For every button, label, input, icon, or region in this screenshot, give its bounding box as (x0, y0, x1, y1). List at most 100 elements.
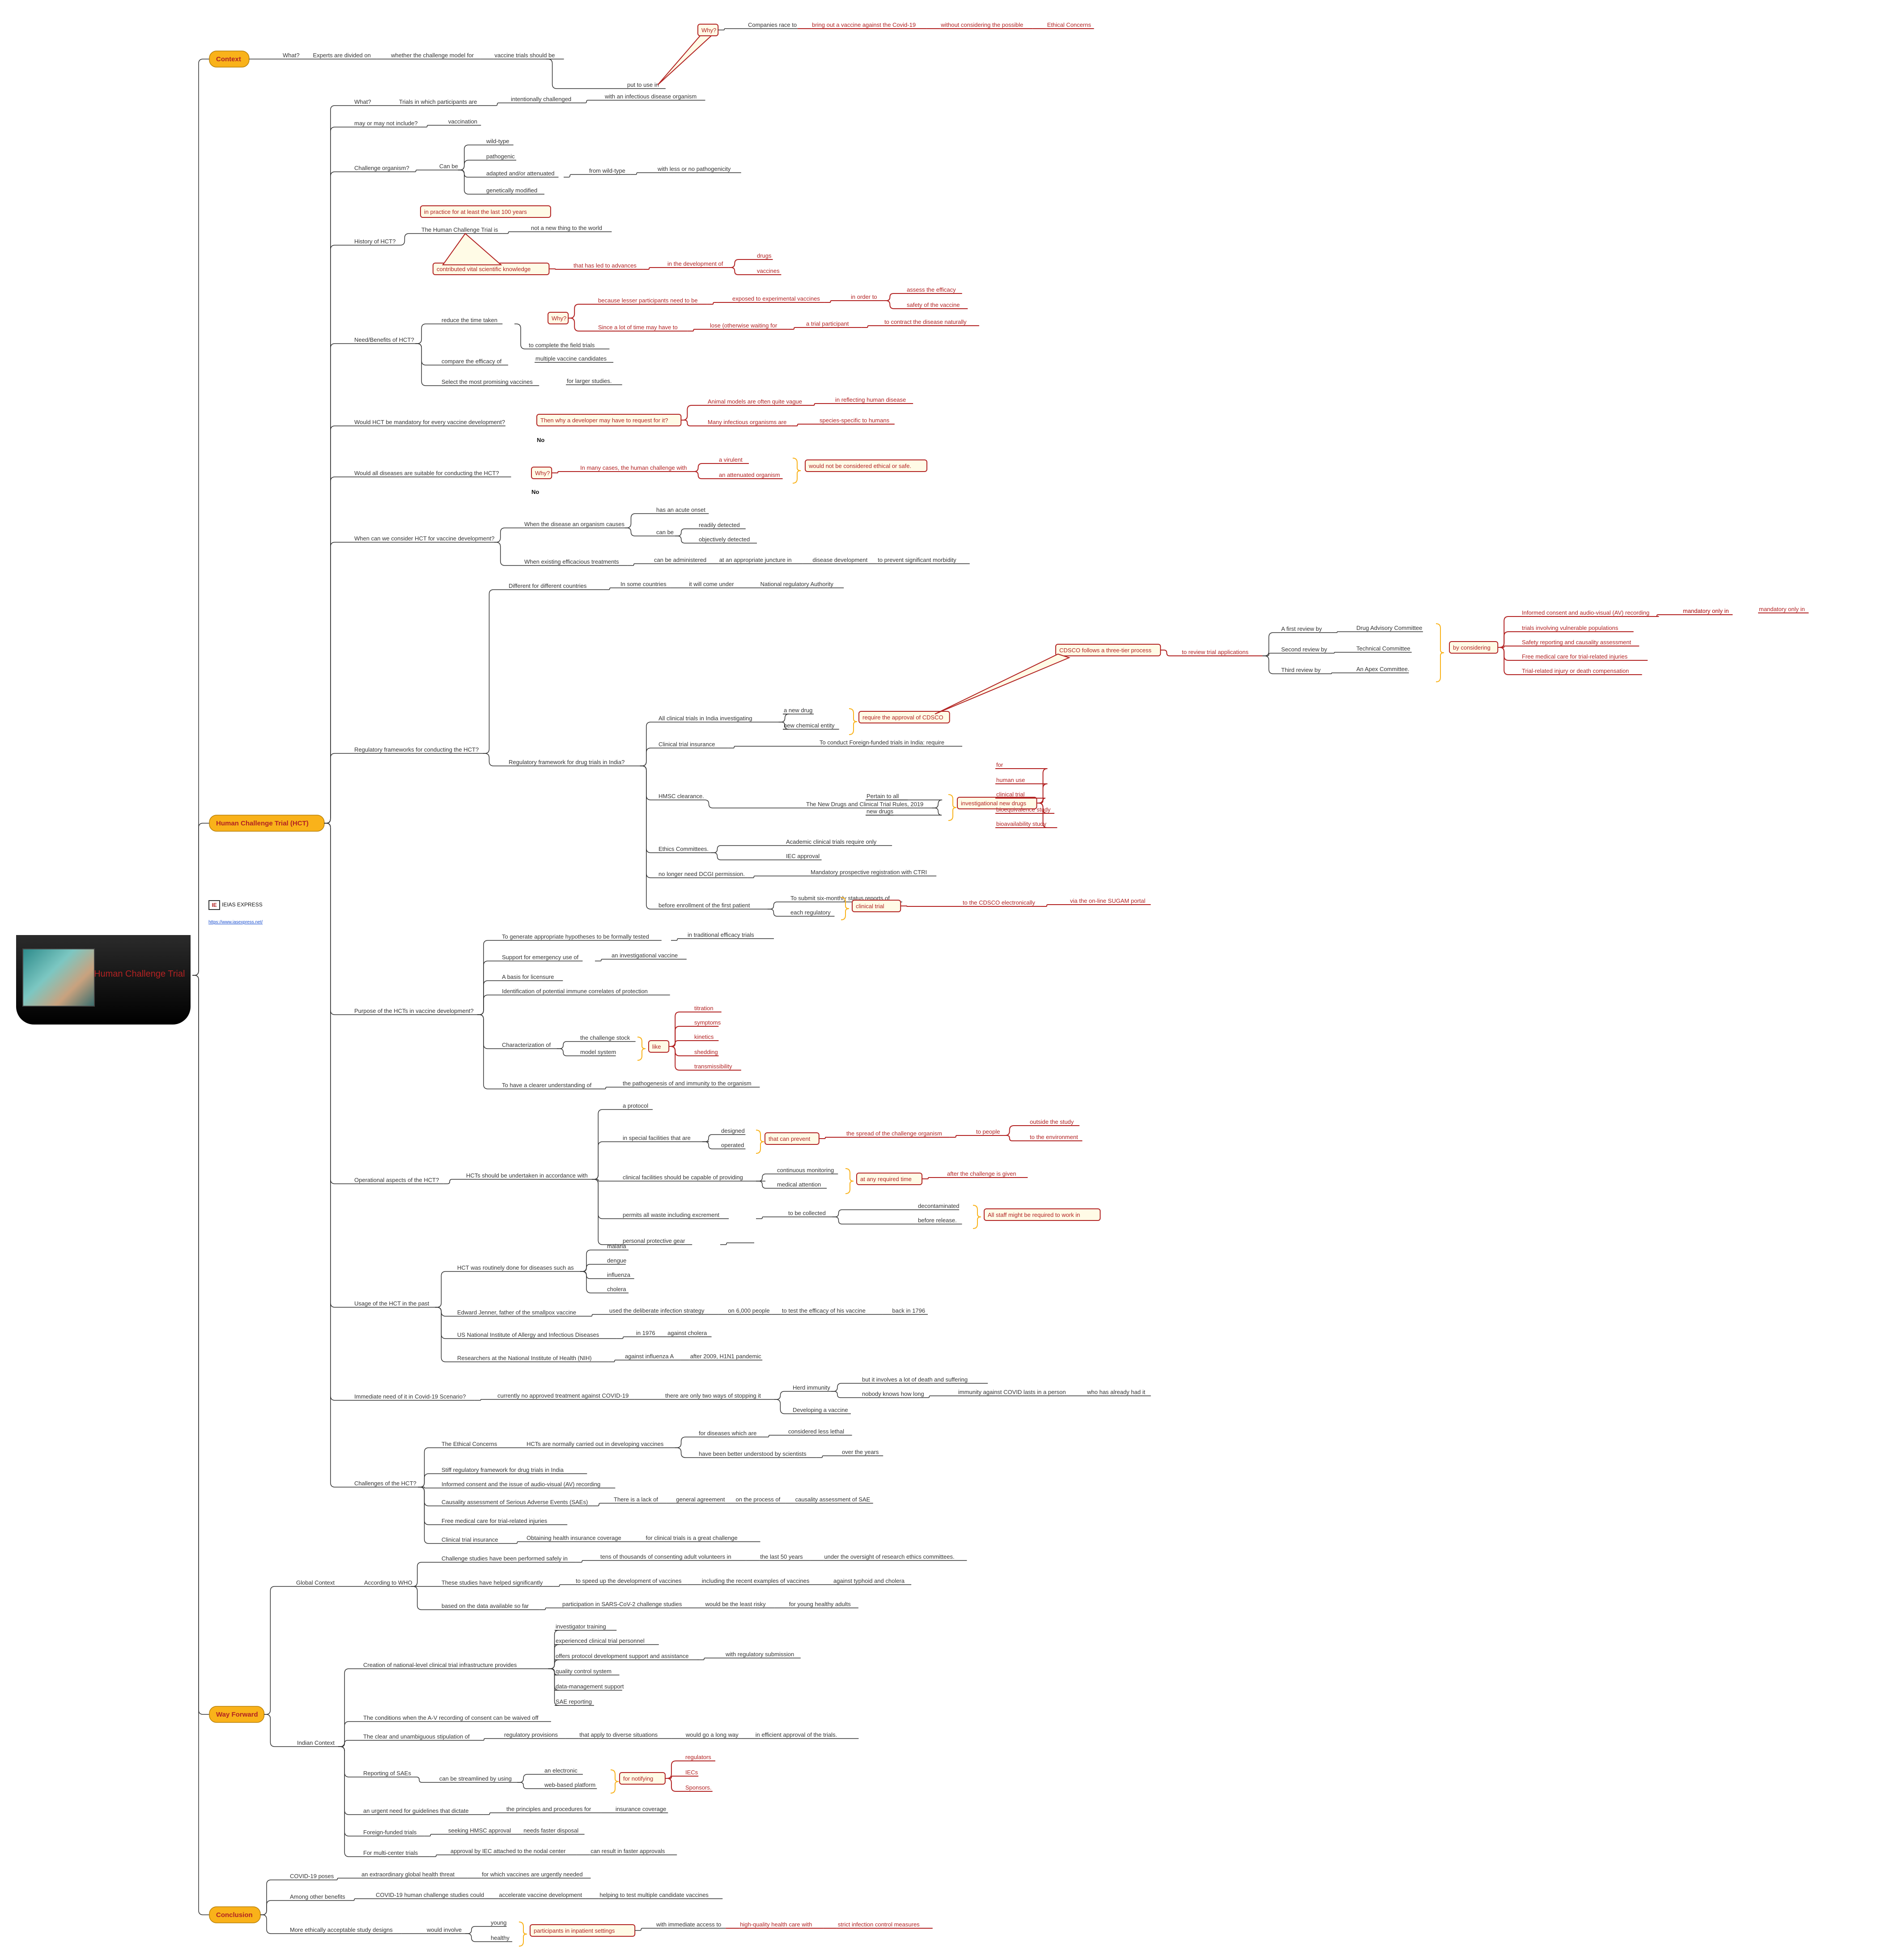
topic-label: Need/Benefits of HCT? (354, 336, 414, 343)
branch-line (627, 563, 653, 566)
topic-label: new chemical entity (784, 722, 835, 729)
topic-label: Ethical Concerns (1047, 21, 1092, 28)
topic-label: Obtaining health insurance coverage (527, 1535, 621, 1541)
branch-line (819, 1137, 845, 1139)
branch-line (1262, 653, 1280, 656)
topic-label: US National Institute of Allergy and Inf… (457, 1331, 599, 1338)
topic-label: When existing efficacious treatments (524, 558, 619, 565)
topic-label: pathogenic (486, 153, 515, 160)
branch-line (418, 1447, 441, 1488)
topic-label: Clinical trial insurance (442, 1536, 498, 1543)
topic-label: via the on-line SUGAM portal (1070, 897, 1145, 904)
branch-line (429, 1854, 450, 1857)
topic-label: History of HCT? (354, 238, 395, 245)
topic-label: medical attention (777, 1181, 821, 1188)
branch-line (477, 1014, 501, 1089)
branch-line (192, 823, 209, 976)
branch-line (707, 302, 731, 305)
branch-line (443, 1179, 465, 1184)
summary-brace (845, 1168, 854, 1194)
topic-label: including the recent examples of vaccine… (702, 1577, 810, 1584)
branch-line (692, 463, 718, 472)
unethical-callout[interactable] (805, 459, 927, 472)
topic-label: shedding (694, 1049, 718, 1055)
topic-label: currently no approved treatment against … (497, 1392, 629, 1399)
summary-brace (756, 1130, 765, 1154)
branch-line (264, 1714, 296, 1747)
topic-label: All clinical trials in India investigati… (658, 715, 752, 722)
branch-line (702, 1134, 720, 1142)
branch-line (477, 980, 501, 1015)
topic-label: to the environment (1030, 1134, 1078, 1140)
topic-label: Regulatory frameworks for conducting the… (354, 746, 479, 753)
topic-label: Technical Committee (1356, 645, 1410, 652)
branch-line (675, 536, 698, 544)
topic-label: bioavailability study (996, 821, 1047, 827)
topic-label: after 2009, H1N1 pandemic (690, 1353, 761, 1360)
mandatory-callout-label: Then why a developer may have to request… (540, 417, 668, 424)
branch-line (548, 1668, 559, 1706)
branch-line (767, 901, 790, 910)
branch-line (616, 1336, 635, 1339)
considering-callout-label: by considering (1453, 644, 1491, 651)
topic-label: COVID-19 poses (290, 1873, 334, 1879)
branch-line (418, 1473, 441, 1488)
branch-line (692, 471, 718, 479)
summary-brace (841, 897, 850, 920)
topic-label: decontaminated (918, 1203, 960, 1209)
branch-line (553, 1584, 575, 1587)
branch-line (324, 105, 353, 824)
topic-label: For multi-center trials (363, 1849, 418, 1856)
branch-line (338, 1746, 362, 1857)
topic-label: an electronic (544, 1767, 578, 1774)
topic-label: an extraordinary global health threat (361, 1871, 455, 1878)
topic-label: that has led to advances (573, 262, 637, 269)
branch-line (603, 587, 620, 590)
branch-line (756, 1181, 776, 1189)
branch-line (483, 753, 508, 766)
topic-label: for larger studies. (567, 378, 612, 384)
branch-line (324, 823, 353, 1308)
topic-label: There is a lack of (614, 1496, 658, 1503)
topic-label: a protocol (623, 1102, 648, 1109)
branch-line (1651, 614, 1682, 617)
cdsco-approval-callout-label: require the approval of CDSCO (862, 714, 943, 721)
topic-label: bioequivalence study (996, 806, 1051, 813)
branch-line (995, 803, 1048, 828)
logo-link[interactable]: https://www.iasexpress.net/ (208, 920, 263, 925)
topic-label: can be administered (654, 557, 706, 563)
topic-label: Creation of national-level clinical tria… (363, 1662, 517, 1668)
branch-line (592, 1179, 622, 1219)
branch-line (415, 323, 441, 344)
topic-label: young (491, 1919, 506, 1926)
history-callout-100-years[interactable] (420, 205, 551, 218)
why-callout-label: Why? (701, 27, 716, 34)
branch-line (861, 325, 884, 328)
branch-line (415, 343, 441, 386)
topic-label: data-management support (556, 1683, 624, 1690)
topic-label: in traditional efficacy trials (688, 931, 754, 938)
topic-label: Would HCT be mandatory for every vaccine… (354, 419, 505, 425)
topic-label: model system (580, 1049, 616, 1055)
topic-label: Clinical trial insurance (658, 741, 715, 748)
branch-line (675, 1447, 698, 1458)
main-topic-conclusion-label: Conclusion (216, 1911, 253, 1919)
topic-label: Support for emergency use of (502, 954, 579, 961)
branch-line (260, 1900, 289, 1915)
branch-line (338, 1668, 362, 1747)
before-release-callout[interactable] (984, 1208, 1101, 1221)
topic-label: National regulatory Authority (760, 581, 834, 587)
cdsco-approval-callout[interactable] (858, 711, 950, 723)
branch-line (260, 1879, 289, 1915)
branch-line (548, 1659, 559, 1669)
topic-label: Researchers at the National Institute of… (457, 1355, 592, 1361)
topic-label: for young healthy adults (789, 1601, 851, 1607)
branch-line (728, 259, 756, 268)
topic-label: on the process of (736, 1496, 781, 1503)
branch-line (474, 1399, 497, 1401)
branch-line (552, 471, 579, 473)
topic-label: Developing a vaccine (793, 1407, 848, 1413)
branch-line (483, 1812, 505, 1815)
branch-line (832, 1216, 917, 1224)
